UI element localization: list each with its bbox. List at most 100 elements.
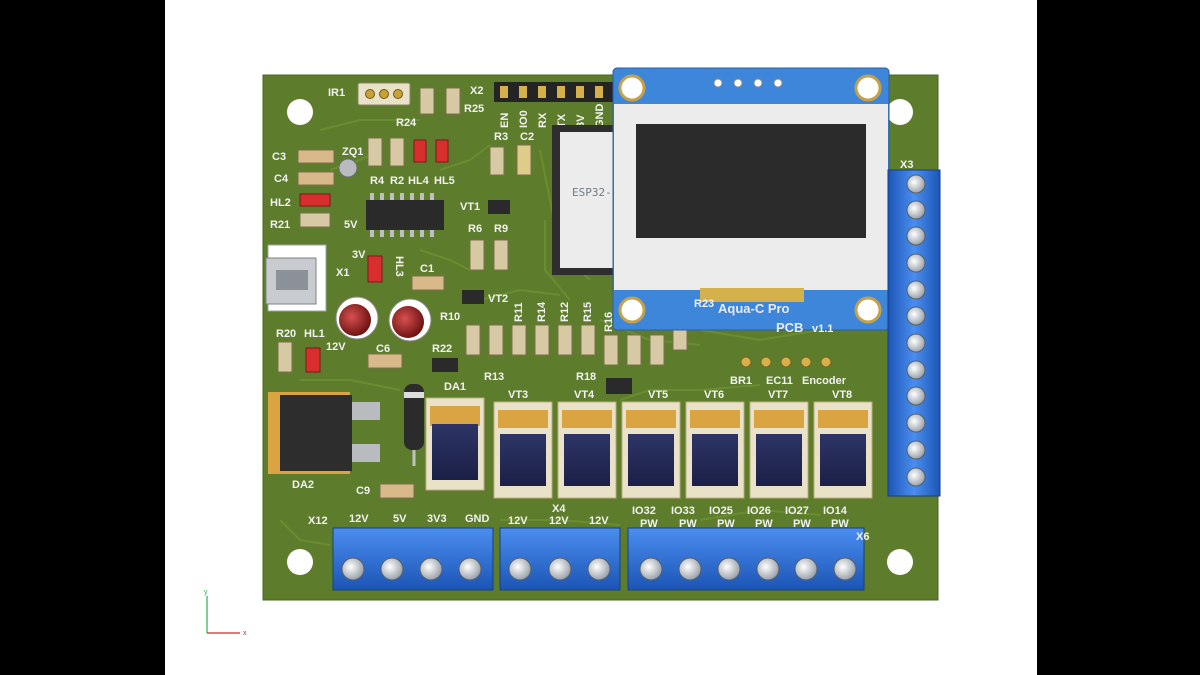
ref-da1: DA1 [444, 381, 466, 393]
x6-pin-io27: IO27 [785, 505, 809, 517]
ref-vt3: VT3 [508, 389, 528, 401]
ref-c3: C3 [272, 151, 286, 163]
soic-ic [366, 193, 444, 237]
ref-br1: BR1 [730, 375, 752, 387]
x12-pin-12v: 12V [349, 513, 369, 525]
header-pin-tx: TX [556, 113, 568, 128]
ref-x4: X4 [552, 503, 566, 515]
x6-pin-io33: IO33 [671, 505, 695, 517]
ref-c9: C9 [356, 485, 370, 497]
x6-pin-io32: IO32 [632, 505, 656, 517]
x4-pin-3: 12V [589, 515, 609, 527]
y-axis-label: y [204, 589, 208, 596]
ref-vt5: VT5 [648, 389, 668, 401]
x4-pin-2: 12V [549, 515, 569, 527]
regulator-da2 [268, 392, 380, 474]
esp32-module [552, 125, 622, 275]
silkscreen-labels: R25 R24 R3 C2 C3 ZQ1 C4 R4 R2 HL4 HL5 HL… [270, 103, 913, 543]
mosfets [425, 397, 873, 499]
x6-pin-io26: IO26 [747, 505, 771, 517]
header-pin-3v: 3V [575, 114, 587, 128]
ref-r4: R4 [370, 175, 385, 187]
electrolytic-capacitors [335, 296, 432, 342]
board-brand-line1: Aqua-C Pro [718, 301, 790, 316]
terminal-block-x12 [332, 527, 494, 591]
ref-r3: R3 [494, 131, 508, 143]
header-pin-rx: RX [537, 112, 549, 128]
small-ic-r18 [606, 378, 632, 394]
header-pin-en: EN [499, 113, 511, 128]
esp32-label: ESP32- [572, 186, 612, 199]
ref-c4: C4 [274, 173, 289, 185]
smd-capacitors [297, 149, 445, 499]
ir-receiver [357, 82, 411, 106]
ref-vt1: VT1 [460, 201, 480, 213]
ref-r10: R10 [440, 311, 460, 323]
oled-mount-holes [618, 74, 882, 324]
ref-r25: R25 [464, 103, 484, 115]
ref-hl4: HL4 [408, 175, 430, 187]
mosfet-vt8 [813, 401, 873, 499]
x6-pw-3: PW [717, 518, 735, 530]
ref-r13: R13 [484, 371, 504, 383]
ref-r12: R12 [559, 302, 571, 322]
ref-x1: X1 [336, 267, 349, 279]
smd-resistors [277, 87, 688, 373]
x6-pw-1: PW [640, 518, 658, 530]
mosfet-vt4 [557, 401, 617, 499]
x12-pin-3v3: 3V3 [427, 513, 447, 525]
mounting-holes [287, 99, 913, 575]
ref-x2: X2 [470, 85, 483, 97]
terminal-block-x6 [627, 527, 865, 591]
mosfet-vt7 [749, 401, 809, 499]
mosfet-vt3 [493, 401, 553, 499]
ref-r15: R15 [582, 302, 594, 322]
ref-c6: C6 [376, 343, 390, 355]
mosfet-vt6 [685, 401, 745, 499]
encoder-pads [740, 356, 832, 368]
crystal-zq1 [338, 158, 358, 178]
mosfet-vt5 [621, 401, 681, 499]
ref-5v: 5V [344, 219, 358, 231]
ref-r14: R14 [536, 301, 548, 322]
ref-hl5: HL5 [434, 175, 455, 187]
ref-c2: C2 [520, 131, 534, 143]
ref-vt2: VT2 [488, 293, 508, 305]
ref-r22: R22 [432, 343, 452, 355]
x6-pin-io25: IO25 [709, 505, 733, 517]
x12-pin-gnd: GND [465, 513, 490, 525]
ref-ir1: IR1 [328, 87, 345, 99]
ref-da2: DA2 [292, 479, 314, 491]
ref-r24: R24 [396, 117, 417, 129]
smd-leds [299, 139, 449, 373]
ref-hl3: HL3 [393, 256, 405, 277]
x6-pw-5: PW [793, 518, 811, 530]
ref-x6: X6 [856, 531, 869, 543]
ref-r23: R23 [694, 298, 714, 310]
board-brand-line2: PCB [776, 320, 803, 335]
ref-3v: 3V [352, 249, 366, 261]
x6-pw-4: PW [755, 518, 773, 530]
ref-c1: C1 [420, 263, 434, 275]
x4-pin-1: 12V [508, 515, 528, 527]
ref-x12: X12 [308, 515, 328, 527]
ref-vt8: VT8 [832, 389, 852, 401]
transistor-vt1 [488, 200, 510, 214]
transistor-vt2 [462, 290, 484, 304]
ref-zq1: ZQ1 [342, 146, 363, 158]
header-pin-gnd: GND [594, 104, 606, 129]
ref-r16: R16 [603, 312, 615, 332]
x6-pin-io14: IO14 [823, 505, 848, 517]
oled-display [612, 67, 890, 331]
header-pin-io0: IO0 [518, 110, 530, 128]
ref-r2: R2 [390, 175, 404, 187]
mosfet-da1 [425, 397, 485, 491]
ref-r18: R18 [576, 371, 596, 383]
x-axis-label: x [243, 630, 247, 637]
ref-vt6: VT6 [704, 389, 724, 401]
ref-hl1: HL1 [304, 328, 325, 340]
ref-vt7: VT7 [768, 389, 788, 401]
x6-pw-2: PW [679, 518, 697, 530]
usb-connector [265, 244, 327, 312]
